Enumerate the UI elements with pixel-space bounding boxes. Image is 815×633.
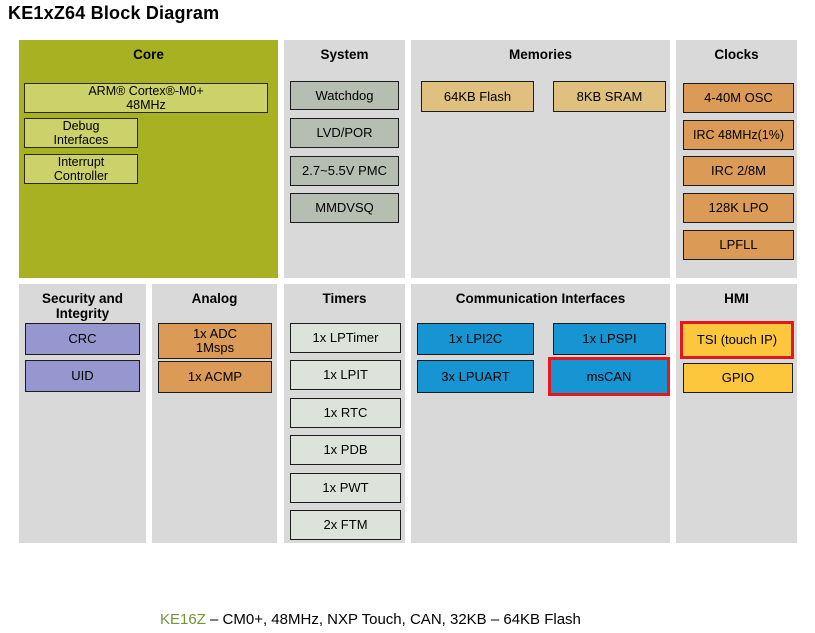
block-lpfll: LPFLL	[683, 230, 794, 260]
block-crc: CRC	[25, 323, 140, 355]
panel-system-title: System	[320, 47, 369, 62]
panel-timers-title: Timers	[322, 291, 367, 306]
panel-system: System Watchdog LVD/POR 2.7~5.5V PMC MMD…	[284, 40, 405, 278]
panel-memories: Memories 64KB Flash 8KB SRAM	[411, 40, 670, 278]
panel-clocks-title: Clocks	[714, 47, 759, 62]
block-acmp: 1x ACMP	[158, 361, 272, 393]
block-lpit: 1x LPIT	[290, 360, 401, 390]
part-line-ke16z: KE16Z – CM0+, 48MHz, NXP Touch, CAN, 32K…	[160, 611, 581, 628]
block-lpi2c: 1x LPI2C	[417, 323, 534, 355]
block-lpuart: 3x LPUART	[417, 360, 534, 393]
panel-analog-title: Analog	[191, 291, 238, 306]
panel-hmi-title: HMI	[724, 291, 749, 306]
block-lpo: 128K LPO	[683, 193, 794, 223]
block-irc-48mhz: IRC 48MHz(1%)	[683, 120, 794, 150]
page-title: KE1xZ64 Block Diagram	[8, 3, 220, 23]
arm-line2: 48MHz	[126, 98, 166, 112]
block-irc-2-8m: IRC 2/8M	[683, 156, 794, 186]
panel-core: Core ARM® Cortex®-M0+ 48MHz Debug Interf…	[19, 40, 278, 278]
block-osc: 4-40M OSC	[683, 83, 794, 113]
block-sram: 8KB SRAM	[553, 81, 666, 112]
panel-comm: Communication Interfaces 1x LPI2C 1x LPS…	[411, 284, 670, 543]
block-lvd-por: LVD/POR	[290, 118, 399, 148]
panel-timers: Timers 1x LPTimer 1x LPIT 1x RTC 1x PDB …	[284, 284, 405, 543]
panel-comm-title: Communication Interfaces	[455, 291, 626, 306]
block-adc: 1x ADC 1Msps	[158, 323, 272, 359]
part-list: KE16Z – CM0+, 48MHz, NXP Touch, CAN, 32K…	[160, 566, 581, 633]
panel-hmi: HMI TSI (touch IP) GPIO	[676, 284, 797, 543]
block-ftm: 2x FTM	[290, 510, 401, 540]
arm-line1: ARM® Cortex®-M0+	[88, 84, 204, 98]
panel-analog: Analog 1x ADC 1Msps 1x ACMP	[152, 284, 277, 543]
panel-core-title: Core	[133, 47, 164, 62]
panel-security-title: Security and Integrity	[41, 291, 124, 321]
block-pdb: 1x PDB	[290, 435, 401, 465]
block-uid: UID	[25, 360, 140, 392]
block-interrupt-controller: Interrupt Controller	[24, 154, 138, 184]
panel-clocks: Clocks 4-40M OSC IRC 48MHz(1%) IRC 2/8M …	[676, 40, 797, 278]
block-watchdog: Watchdog	[290, 81, 399, 110]
block-rtc: 1x RTC	[290, 398, 401, 428]
block-flash: 64KB Flash	[421, 81, 534, 112]
panel-security: Security and Integrity CRC UID	[19, 284, 146, 543]
block-lptimer: 1x LPTimer	[290, 323, 401, 353]
block-mscan-highlighted: msCAN	[548, 357, 670, 396]
block-debug-interfaces: Debug Interfaces	[24, 118, 138, 148]
block-tsi-highlighted: TSI (touch IP)	[680, 321, 794, 359]
block-pmc: 2.7~5.5V PMC	[290, 156, 399, 186]
block-pwt: 1x PWT	[290, 473, 401, 503]
block-lpspi: 1x LPSPI	[553, 323, 666, 355]
panel-memories-title: Memories	[508, 47, 573, 62]
block-mmdvsq: MMDVSQ	[290, 193, 399, 223]
block-gpio: GPIO	[683, 363, 793, 393]
block-arm-cortex-m0: ARM® Cortex®-M0+ 48MHz	[24, 83, 268, 113]
